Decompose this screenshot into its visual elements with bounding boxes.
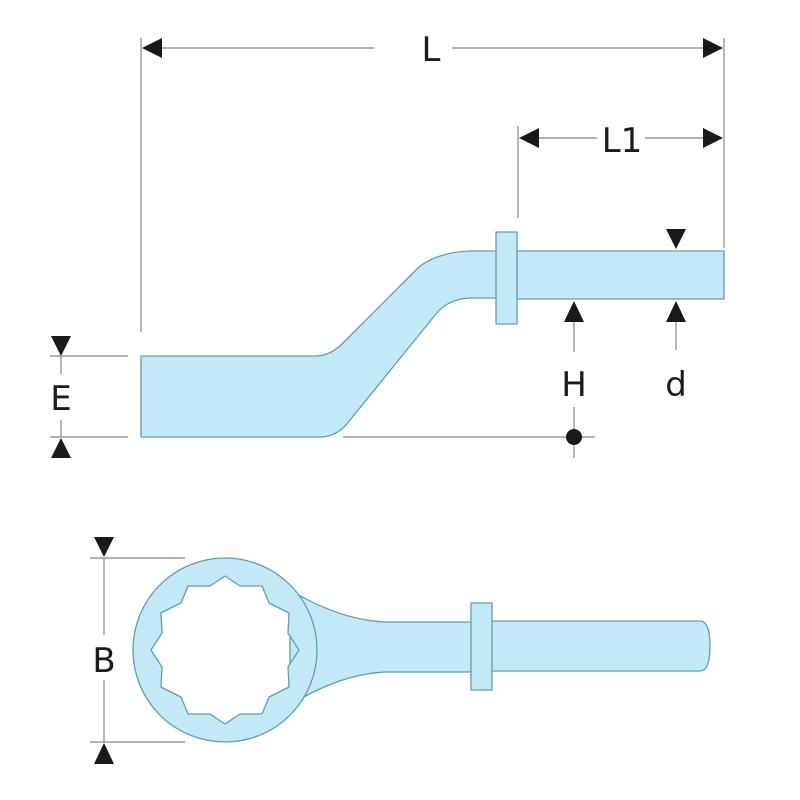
collar-top: [470, 602, 493, 691]
dimension-d: d: [665, 229, 687, 405]
label-d: d: [665, 365, 687, 405]
arrow-down-icon: [94, 537, 114, 557]
side-view: L L1 E: [50, 30, 725, 458]
wrench-handle-top: [490, 620, 711, 672]
top-view: B: [90, 537, 711, 764]
arrow-down-icon: [51, 336, 71, 356]
arrow-left-icon: [142, 38, 162, 58]
dimension-H: H: [343, 301, 595, 458]
label-L: L: [422, 30, 441, 70]
dimension-L1: L1: [517, 121, 723, 218]
arrow-down-icon: [666, 229, 686, 249]
arrow-left-icon: [519, 128, 539, 148]
dimension-E: E: [50, 336, 128, 458]
arrow-up-icon: [94, 743, 114, 764]
wrench-handle-side: [516, 250, 725, 300]
label-E: E: [50, 379, 71, 419]
arrow-up-icon: [666, 301, 686, 322]
label-B: B: [92, 641, 115, 681]
label-L1: L1: [602, 121, 643, 161]
arrow-right-icon: [703, 128, 723, 148]
collar-side: [495, 231, 518, 325]
arrow-up-icon: [51, 438, 71, 458]
label-H: H: [561, 365, 587, 405]
dimension-B: B: [90, 537, 185, 764]
wrench-head-side: [140, 250, 498, 438]
arrow-right-icon: [703, 38, 723, 58]
datum-point-icon: [566, 429, 582, 445]
dimension-L: L: [140, 30, 725, 332]
ring-head-top: [132, 557, 318, 743]
arrow-up-icon: [564, 301, 584, 322]
